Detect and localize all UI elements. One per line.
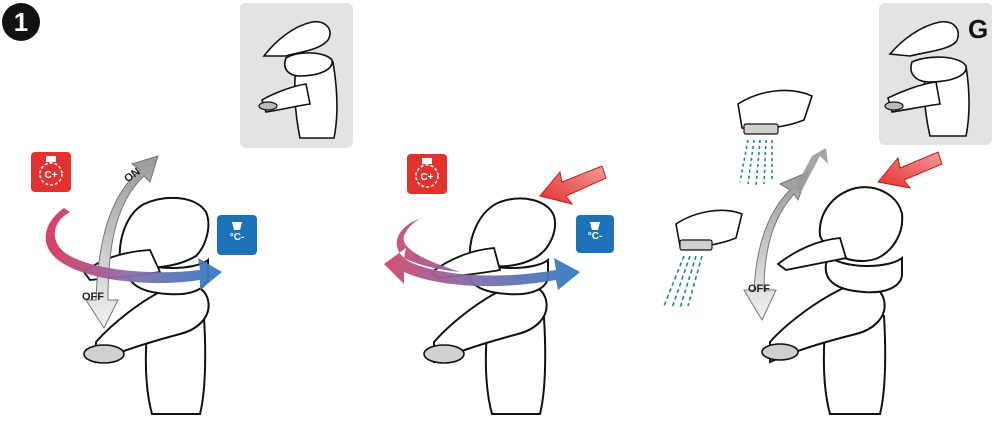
hot-water-icon: C+ (31, 152, 71, 192)
faucet-thumbnail-right: G (879, 3, 992, 145)
svg-text:°C-: °C- (588, 231, 603, 242)
faucet-right (762, 187, 902, 414)
aerator-spray-bottom (664, 210, 742, 308)
panel-2: C+ °C- (384, 154, 614, 414)
step-badge: 1 (2, 3, 40, 41)
lift-arrow-right: OFF (744, 148, 828, 320)
faucet-middle (424, 198, 555, 414)
press-arrow-right (878, 152, 942, 188)
svg-text:C+: C+ (420, 172, 433, 183)
svg-text:C+: C+ (44, 170, 57, 181)
press-arrow-middle (540, 166, 606, 204)
faucet-thumbnail-left (240, 3, 353, 148)
panel-1: ON OFF C+ °C- (31, 3, 353, 414)
model-letter: G (968, 14, 988, 44)
cold-water-icon-middle: °C- (576, 215, 614, 253)
off-label: OFF (82, 291, 104, 303)
off-label-right: OFF (748, 283, 770, 295)
cold-water-icon: °C- (217, 215, 257, 255)
step-number: 1 (14, 7, 28, 37)
panel-3: G (664, 3, 992, 414)
aerator-spray-top (738, 90, 812, 186)
svg-text:°C-: °C- (230, 232, 245, 243)
hot-water-icon-middle: C+ (407, 154, 447, 194)
